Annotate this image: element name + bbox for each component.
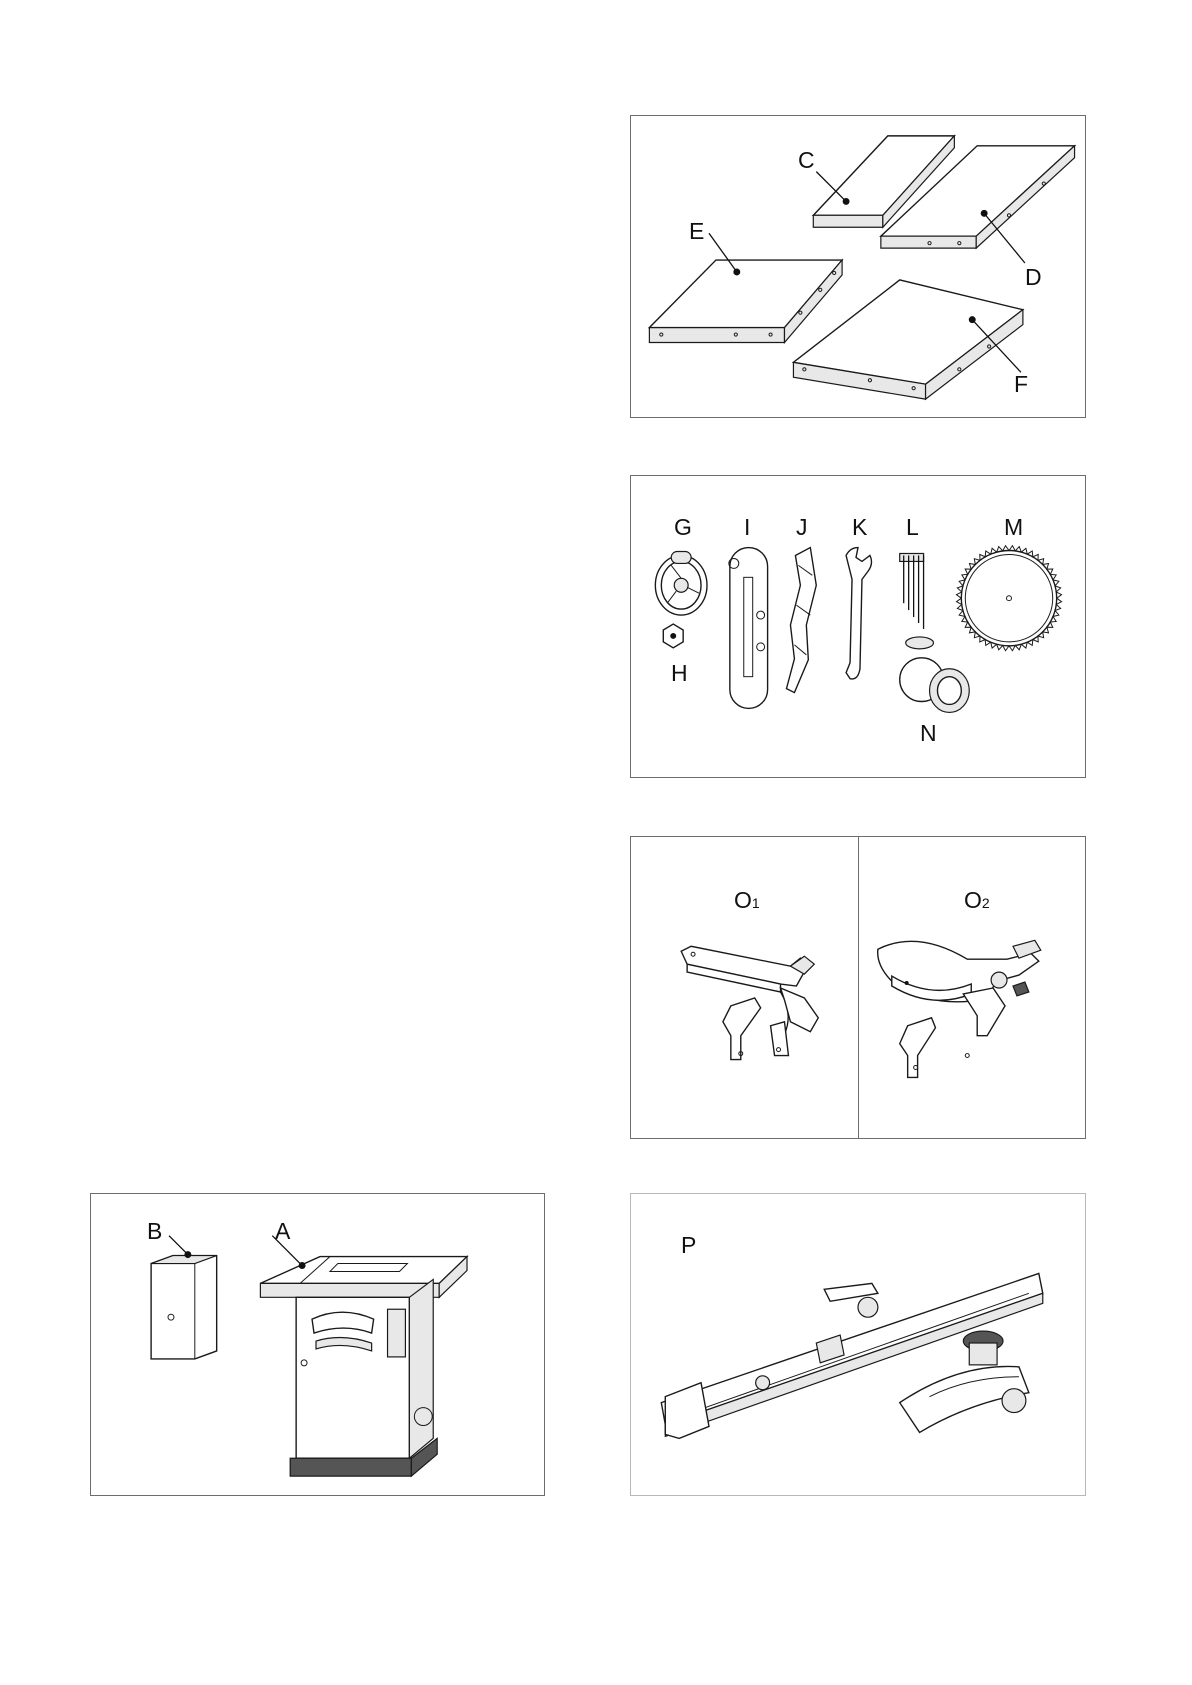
hex-keys-l [900, 553, 924, 628]
label-o2-subscript: 2 [982, 895, 990, 911]
accessories-panel: G H I J K L M N [630, 475, 1086, 778]
push-stick-j [786, 548, 816, 693]
table-part-e [649, 233, 842, 342]
label-o2-letter: O [964, 887, 982, 913]
extension-tables-panel: C D E F [630, 115, 1086, 418]
label-m: M [1004, 516, 1023, 539]
blade-guards-drawing [631, 837, 1085, 1138]
label-g: G [674, 516, 692, 539]
label-d: D [1025, 266, 1042, 289]
machine-panel: B A [90, 1193, 545, 1496]
part-b [151, 1236, 217, 1359]
mitre-gauge-panel: P [630, 1193, 1086, 1496]
label-f: F [1014, 373, 1028, 396]
riving-knife-o1 [681, 946, 818, 1059]
label-o1-subscript: 1 [752, 895, 760, 911]
table-insert-i [729, 548, 768, 709]
label-o1: O1 [734, 889, 760, 912]
lock-knob-h [663, 624, 683, 648]
label-o1-letter: O [734, 887, 752, 913]
label-p: P [681, 1234, 696, 1257]
label-e: E [689, 220, 704, 243]
dust-port-n [900, 637, 970, 712]
handwheel-g [655, 551, 707, 615]
label-n: N [920, 722, 937, 745]
spanner-k [846, 548, 871, 679]
mitre-gauge-drawing [631, 1194, 1085, 1495]
label-k: K [852, 516, 867, 539]
label-a: A [275, 1220, 290, 1243]
label-l: L [906, 516, 919, 539]
label-o2: O2 [964, 889, 990, 912]
table-saw-a [260, 1236, 467, 1476]
label-i: I [744, 516, 750, 539]
blade-guards-panel: O1 O2 [630, 836, 1086, 1139]
mitre-gauge-p [661, 1273, 1042, 1438]
label-j: J [796, 516, 808, 539]
table-part-f [793, 280, 1022, 399]
label-h: H [671, 662, 688, 685]
saw-guard-o2 [878, 940, 1041, 1077]
label-c: C [798, 149, 815, 172]
label-b: B [147, 1220, 162, 1243]
